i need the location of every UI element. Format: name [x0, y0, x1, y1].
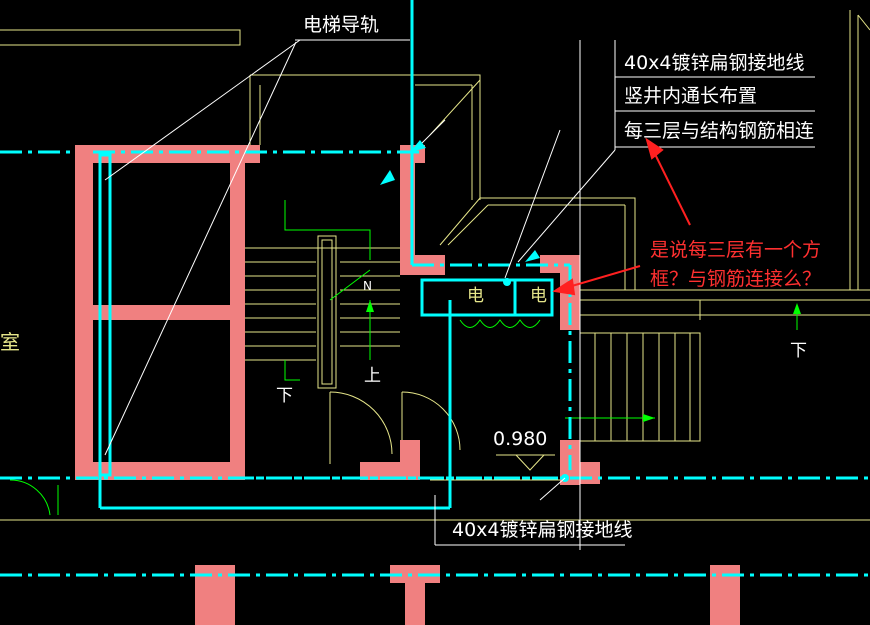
elevation-label: 0.980 — [493, 428, 548, 450]
leader-lines — [104, 39, 625, 550]
ground-line-label-bottom: 40x4镀锌扁钢接地线 — [452, 519, 633, 541]
leader-arrow-icon — [410, 140, 426, 152]
down-right-label: 下 — [790, 341, 807, 361]
connect-every-three-label: 每三层与结构钢筋相连 — [624, 120, 815, 142]
leader-arrow-icon — [380, 170, 395, 185]
elevator-rail-label: 电梯导轨 — [303, 14, 380, 36]
north-arrow-icon — [793, 303, 801, 314]
ground-line-label-top: 40x4镀锌扁钢接地线 — [624, 52, 805, 74]
electric-shaft-label: 电 — [530, 286, 547, 306]
shaft-layout-label: 竖井内通长布置 — [624, 85, 758, 107]
ground-node — [503, 278, 511, 286]
ground-lines — [0, 0, 870, 577]
question-annotation-line-2: 框？与钢筋连接么？ — [650, 268, 822, 290]
room-label: 室 — [0, 330, 20, 354]
right-arrow-icon — [643, 414, 655, 422]
north-mark-label: N — [363, 279, 372, 293]
leader-arrow-icon — [525, 250, 540, 262]
up-arrow-icon — [366, 300, 374, 312]
annotation-arrows — [552, 137, 691, 296]
stair-down-label: 下 — [276, 386, 293, 406]
question-annotation-line-1: 是说每三层有一个方 — [650, 239, 822, 261]
electric-shaft-label: 电 — [467, 286, 484, 306]
walls — [75, 145, 740, 625]
stair-up-label: 上 — [364, 366, 381, 386]
